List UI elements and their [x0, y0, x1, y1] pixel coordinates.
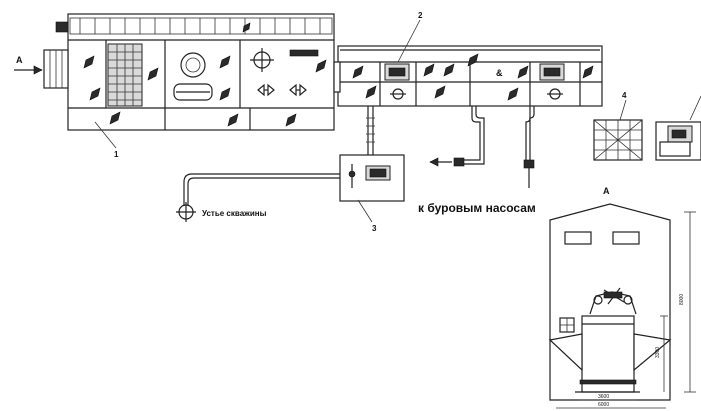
svg-text:&: &: [496, 68, 503, 78]
dim-overall-width: 6000: [598, 402, 609, 408]
callout-4: 4: [622, 91, 627, 100]
to-pumps-label: к буровым насосам: [418, 201, 536, 215]
unit-4: 4: [593, 91, 643, 161]
callout-3: 3: [372, 224, 377, 233]
unit-5: [655, 95, 701, 161]
dim-equipment-height: 3300: [655, 347, 661, 358]
module-2: & 2: [333, 11, 603, 107]
dim-base-width: 3600: [598, 394, 609, 400]
module-1: A 1: [14, 13, 335, 159]
unit-3: 3: [339, 154, 405, 233]
dim-overall-height: 8000: [679, 294, 685, 305]
view-arrow-label: A: [16, 55, 23, 65]
view-a-title: A: [603, 186, 610, 196]
view-a: A 8000: [548, 186, 696, 409]
piping: Устье скважины к буровым насосам: [176, 106, 536, 222]
callout-1: 1: [114, 150, 119, 159]
wellhead-label: Устье скважины: [202, 209, 267, 218]
callout-2: 2: [418, 11, 423, 20]
